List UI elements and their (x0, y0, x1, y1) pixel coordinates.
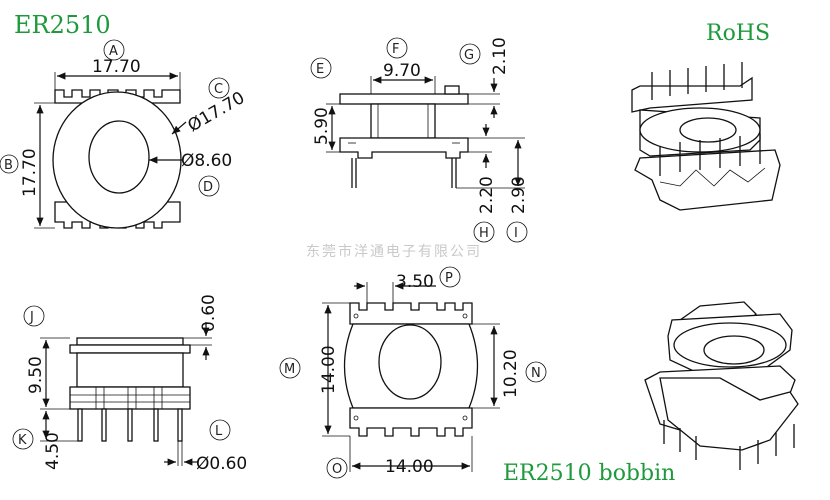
circle-label-g: G (459, 43, 481, 65)
dim-g-value: 2.10 (490, 37, 510, 75)
bobbin-caption: ER2510 bobbin (503, 461, 675, 486)
dim-i-value: 2.90 (509, 176, 529, 214)
dim-height-value: 9.50 (26, 356, 46, 394)
iso-view-bottom (644, 301, 799, 470)
circle-label-o: O (326, 457, 348, 479)
svg-text:L: L (215, 424, 223, 439)
circle-label-j: J (23, 305, 45, 327)
dim-m-value: 14.00 (319, 345, 339, 394)
svg-text:I: I (514, 226, 518, 241)
circle-label-f: F (386, 37, 408, 59)
dim-l-value: Ø0.60 (196, 454, 247, 474)
dim-n-value: 10.20 (501, 349, 521, 398)
circle-label-d: D (198, 175, 220, 197)
dim-a-value: 17.70 (92, 57, 141, 77)
rohs-label: RoHS (706, 21, 770, 46)
dim-k-value: 4.50 (43, 432, 63, 470)
drawing-title: ER2510 (14, 11, 111, 39)
dim-o-value: 14.00 (385, 457, 434, 477)
front-view: 0.60 9.50 4.50 Ø0.60 (26, 294, 247, 474)
svg-text:E: E (316, 62, 324, 77)
circle-label-e: E (310, 57, 332, 79)
dim-j-value: 0.60 (199, 294, 219, 332)
svg-text:F: F (392, 42, 399, 57)
svg-text:P: P (445, 271, 453, 286)
front-pins (77, 387, 183, 442)
svg-text:M: M (284, 362, 295, 377)
side-view: 9.70 5.90 2.10 2.20 2.90 (312, 37, 529, 214)
top-view: 17.70 17.70 Ø17.70 Ø8.60 (20, 57, 248, 229)
company-watermark: 东莞市洋通电子有限公司 (306, 243, 482, 260)
circle-label-p: P (439, 266, 461, 288)
circle-label-a: A (103, 39, 125, 61)
svg-text:G: G (464, 48, 474, 63)
svg-text:B: B (4, 158, 13, 173)
iso-view-top (631, 62, 781, 211)
svg-text:O: O (332, 462, 342, 477)
svg-text:K: K (18, 433, 27, 448)
svg-text:H: H (479, 226, 489, 241)
dim-d-value: Ø8.60 (181, 151, 232, 171)
iso-pins-top (651, 62, 761, 176)
dim-b-value: 17.70 (20, 148, 40, 197)
circle-label-h: H (473, 221, 495, 243)
svg-text:J: J (29, 310, 34, 325)
svg-text:D: D (203, 180, 213, 195)
dim-h-value: 2.20 (477, 176, 497, 214)
circle-label-c: C (208, 77, 230, 99)
iso-pins-bottom (663, 420, 795, 470)
circle-label-i: I (506, 221, 528, 243)
svg-text:C: C (214, 82, 223, 97)
dim-e-value: 5.90 (312, 107, 332, 145)
bottom-view: 3.50 14.00 10.20 14.00 (319, 272, 521, 477)
circle-label-k: K (12, 428, 34, 450)
dim-f-value: 9.70 (383, 61, 421, 81)
dim-p-value: 3.50 (396, 272, 434, 292)
svg-text:A: A (109, 44, 118, 59)
svg-text:N: N (531, 366, 541, 381)
circle-label-m: M (279, 357, 301, 379)
circle-label-b: B (0, 154, 19, 174)
circle-label-l: L (209, 419, 231, 441)
circle-label-n: N (525, 361, 547, 383)
